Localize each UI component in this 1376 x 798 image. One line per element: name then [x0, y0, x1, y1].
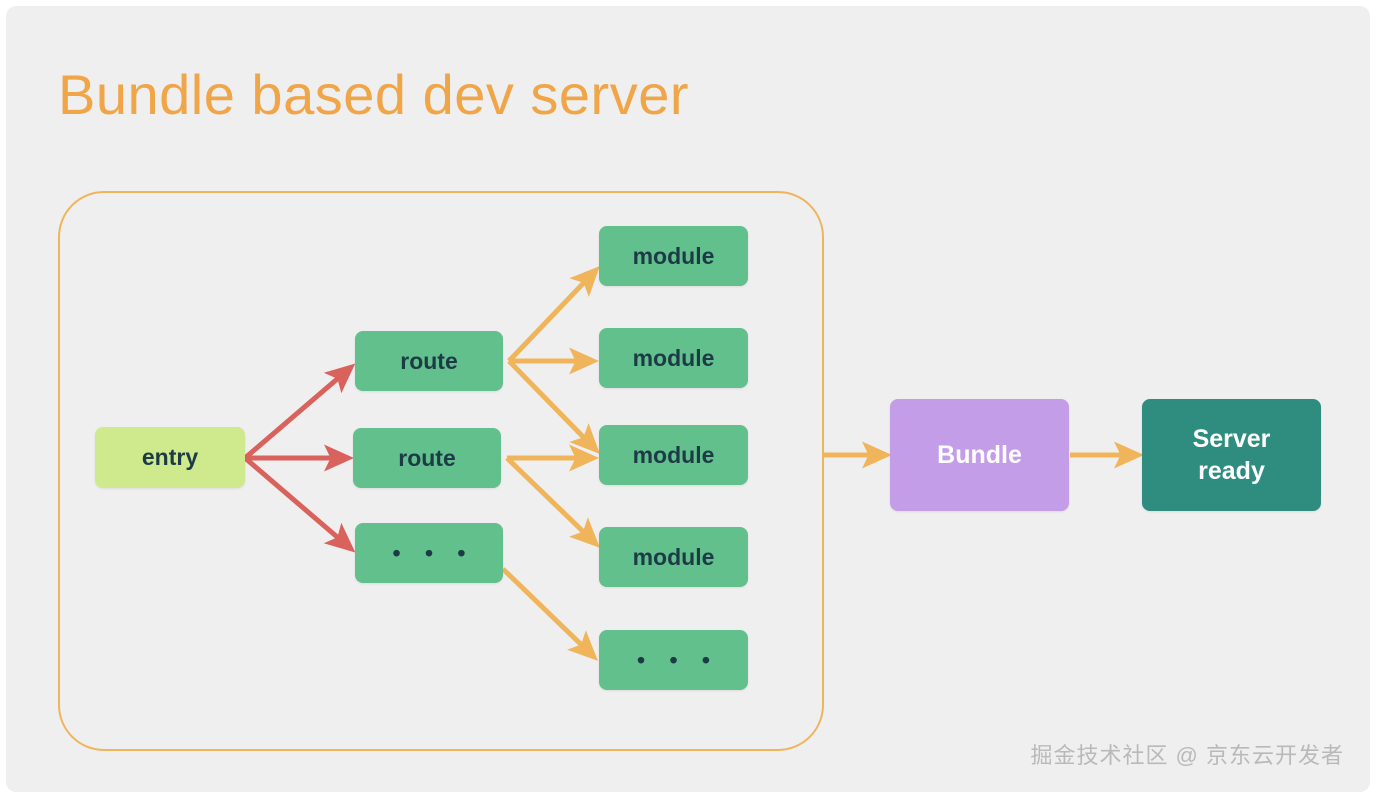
node-module-2-label: module — [632, 344, 715, 371]
node-module-1[interactable]: module — [599, 226, 748, 286]
node-bundle-label: Bundle — [937, 440, 1022, 469]
node-route-more-label: • • • — [392, 539, 475, 566]
node-bundle[interactable]: Bundle — [890, 399, 1069, 511]
node-server-label-line1: Server — [1192, 425, 1271, 453]
node-entry-label: entry — [141, 444, 199, 470]
node-module-1-label: module — [632, 242, 715, 269]
node-route-1-label: route — [400, 347, 458, 374]
node-module-4[interactable]: module — [599, 527, 748, 587]
page-title: Bundle based dev server — [58, 63, 689, 126]
node-server-label-line2: ready — [1198, 457, 1265, 485]
node-module-more[interactable]: • • • — [599, 630, 748, 690]
node-route-2[interactable]: route — [353, 428, 501, 488]
node-route-2-label: route — [398, 444, 456, 471]
bundle-graph-group — [58, 191, 824, 751]
node-server-ready[interactable]: Server ready — [1142, 399, 1321, 511]
node-module-3-label: module — [632, 441, 715, 468]
node-module-more-label: • • • — [637, 646, 719, 673]
watermark: 掘金技术社区 @ 京东云开发者 — [1030, 743, 1344, 768]
node-route-more[interactable]: • • • — [355, 523, 503, 583]
node-module-2[interactable]: module — [599, 328, 748, 388]
node-entry[interactable]: entry — [95, 427, 245, 488]
node-module-3[interactable]: module — [599, 425, 748, 485]
node-route-1[interactable]: route — [355, 331, 503, 391]
diagram-canvas: Bundle based dev server — [6, 6, 1370, 792]
node-module-4-label: module — [632, 543, 715, 570]
